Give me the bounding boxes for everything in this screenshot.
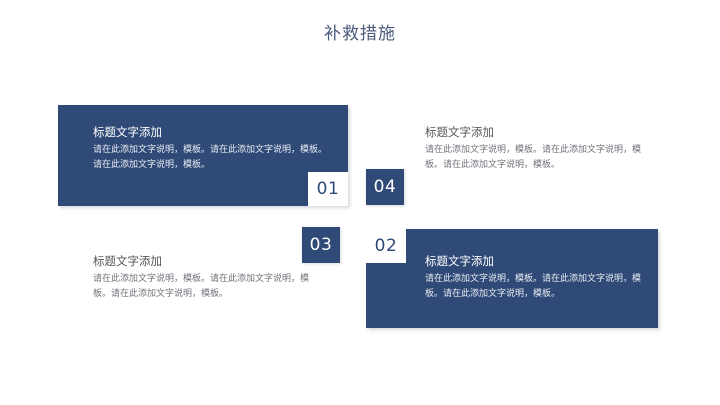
- content-heading-02: 标题文字添加: [425, 254, 494, 268]
- content-heading-04: 标题文字添加: [425, 125, 494, 139]
- content-body-02: 请在此添加文字说明，模板。请在此添加文字说明，模板。请在此添加文字说明，模板。: [425, 274, 642, 299]
- number-badge-04[interactable]: 04: [366, 169, 404, 205]
- content-heading-03: 标题文字添加: [93, 254, 162, 268]
- content-block-02: 标题文字添加 请在此添加文字说明，模板。请在此添加文字说明，模板。请在此添加文字…: [425, 253, 653, 301]
- page-title: 补救措施: [324, 24, 396, 44]
- content-block-03: 标题文字添加 请在此添加文字说明，模板。请在此添加文字说明，模板。请在此添加文字…: [93, 253, 321, 301]
- content-heading-01: 标题文字添加: [93, 125, 162, 139]
- content-block-01: 标题文字添加 请在此添加文字说明，模板。请在此添加文字说明，模板。请在此添加文字…: [93, 124, 328, 172]
- content-block-04: 标题文字添加 请在此添加文字说明，模板。请在此添加文字说明，模板。请在此添加文字…: [425, 124, 653, 172]
- content-panel-01: [58, 105, 348, 206]
- number-badge-02[interactable]: 02: [366, 229, 406, 263]
- content-body-03: 请在此添加文字说明，模板。请在此添加文字说明，模板。请在此添加文字说明，模板。: [93, 274, 310, 299]
- number-badge-01[interactable]: 01: [308, 172, 348, 206]
- number-badge-03[interactable]: 03: [302, 227, 340, 263]
- content-panel-02: [366, 229, 658, 328]
- content-body-01: 请在此添加文字说明，模板。请在此添加文字说明，模板。请在此添加文字说明，模板。: [93, 145, 328, 170]
- content-body-04: 请在此添加文字说明，模板。请在此添加文字说明，模板。请在此添加文字说明，模板。: [425, 145, 642, 170]
